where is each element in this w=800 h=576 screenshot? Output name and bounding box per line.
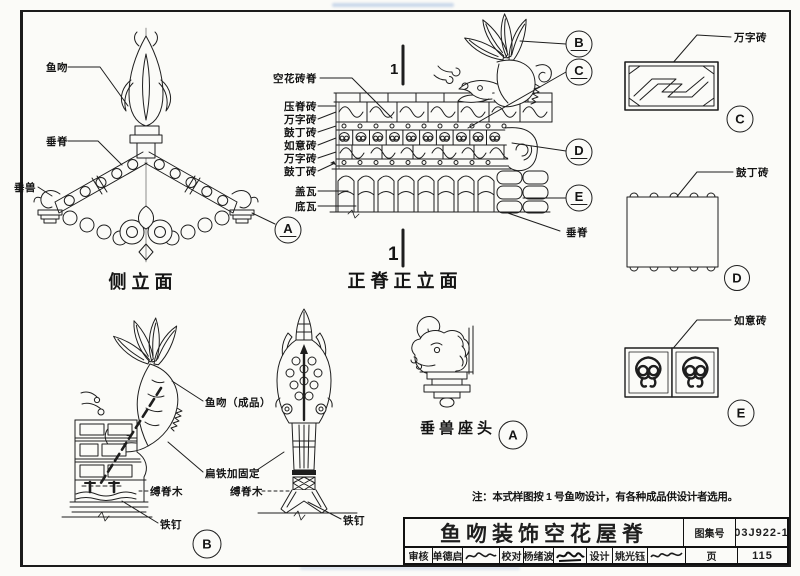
label-gudingzhuan-1: 鼓丁砖	[284, 126, 317, 139]
designer-name: 姚光钰	[615, 552, 645, 563]
scan-artifact	[332, 3, 454, 7]
designer-signature-cell	[647, 548, 685, 563]
proofreader-name: 杨绪波	[523, 552, 553, 563]
label-wanzizhuan-1: 万字砖	[283, 113, 317, 126]
atlas-no-cell: 03J922-1	[735, 519, 787, 546]
label-chuiji-right: 垂脊	[566, 226, 588, 239]
drawing-title: 鱼吻装饰空花屋脊	[440, 522, 648, 546]
reviewer-name-cell: 单德启	[432, 548, 462, 563]
leader-line	[67, 66, 129, 107]
ref-letter-d: D	[574, 143, 583, 158]
marker-letter-b: B	[202, 537, 211, 552]
label-wanzizhuan-panel: 万字砖	[733, 31, 767, 44]
label-ruyizhuan: 如意砖	[284, 139, 317, 152]
reviewer-label: 审核	[408, 552, 429, 563]
page-label: 页	[706, 552, 717, 563]
designer-label: 设计	[589, 552, 610, 563]
atlas-no-label: 图集号	[694, 529, 725, 540]
section-mark-bottom: 1	[388, 244, 399, 265]
signature-scribble	[650, 551, 683, 558]
leader-line	[67, 140, 123, 166]
label-ridge-wood-front: 缚脊木	[230, 485, 263, 498]
ref-letter-c: C	[574, 63, 584, 78]
label-flat-iron: 扁铁加固定	[205, 467, 260, 480]
leader-line	[37, 186, 53, 197]
signature-scribble	[556, 550, 585, 562]
label-iron-nail-left: 铁钉	[160, 518, 182, 531]
wanzi-brick-panel	[624, 34, 754, 133]
design-note: 注：本式样图按 1 号鱼吻设计，有各种成品供设计者选用。	[472, 490, 738, 503]
caption-side-elevation: 侧立面	[109, 271, 178, 292]
label-finished-fish: 鱼吻（成品）	[205, 396, 271, 409]
beast-seat-drawing	[410, 316, 528, 450]
ref-letter-a: A	[283, 221, 293, 236]
marker-letter-d: D	[732, 271, 741, 286]
designer-label-cell: 设计	[586, 548, 612, 563]
signature-scribble	[465, 551, 497, 559]
caption-beast-seat: 垂兽座头	[420, 419, 496, 437]
label-gudingzhuan-panel: 鼓丁砖	[736, 166, 769, 179]
marker-letter-a: A	[508, 428, 518, 443]
label-yuwen: 鱼吻	[46, 61, 68, 74]
guding-brick-panel	[626, 171, 750, 291]
marker-letter-e: E	[737, 406, 746, 421]
label-ridge-wood-left: 缚脊木	[150, 485, 183, 498]
drawing-border-frame	[20, 10, 791, 567]
reviewer-name: 单德启	[432, 552, 462, 563]
page-no-cell: 115	[737, 548, 787, 563]
section-mark-top: 1	[390, 61, 398, 78]
label-chuishou: 垂兽	[14, 181, 36, 194]
reviewer-signature-cell	[462, 548, 499, 563]
ref-letter-b: B	[574, 35, 583, 50]
scan-artifact	[300, 566, 520, 570]
fish-side-detail-drawing	[61, 316, 285, 559]
page-label-cell: 页	[685, 548, 737, 563]
atlas-no: 03J922-1	[735, 526, 787, 539]
proofreader-label-cell: 校对	[499, 548, 523, 563]
fish-front-detail-drawing	[255, 308, 358, 521]
page-number: 115	[752, 549, 773, 562]
label-iron-nail-front: 铁钉	[343, 514, 365, 527]
label-konghuazhuanji: 空花砖脊	[273, 72, 317, 85]
reviewer-label-cell: 审核	[405, 548, 432, 563]
side-elevation-drawing	[33, 27, 302, 263]
label-gudingzhuan-2: 鼓丁砖	[284, 165, 317, 178]
label-diwa: 底瓦	[295, 200, 317, 213]
ridge-front-elevation-drawing	[317, 13, 593, 268]
label-wanzizhuan-2: 万字砖	[283, 152, 317, 165]
label-gaiwa: 盖瓦	[295, 185, 317, 198]
ruyi-brick-panel	[624, 319, 755, 427]
label-yajizhuan: 压脊砖	[284, 100, 317, 113]
marker-letter-c: C	[735, 112, 745, 127]
designer-name-cell: 姚光钰	[612, 548, 647, 563]
label-chuiji: 垂脊	[46, 135, 68, 148]
title-block: 鱼吻装饰空花屋脊 图集号 03J922-1 审核 单德启 校对	[403, 517, 789, 565]
leader-line	[251, 212, 276, 225]
label-ruyizhuan-panel: 如意砖	[734, 314, 767, 327]
caption-ridge-elevation: 正脊正立面	[348, 270, 463, 291]
proofreader-signature-cell	[553, 548, 586, 563]
drawing-title-cell: 鱼吻装饰空花屋脊	[405, 519, 683, 546]
proofreader-label: 校对	[501, 552, 522, 563]
atlas-no-label-cell: 图集号	[683, 519, 735, 546]
ref-letter-e: E	[575, 189, 584, 204]
proofreader-name-cell: 杨绪波	[523, 548, 553, 563]
